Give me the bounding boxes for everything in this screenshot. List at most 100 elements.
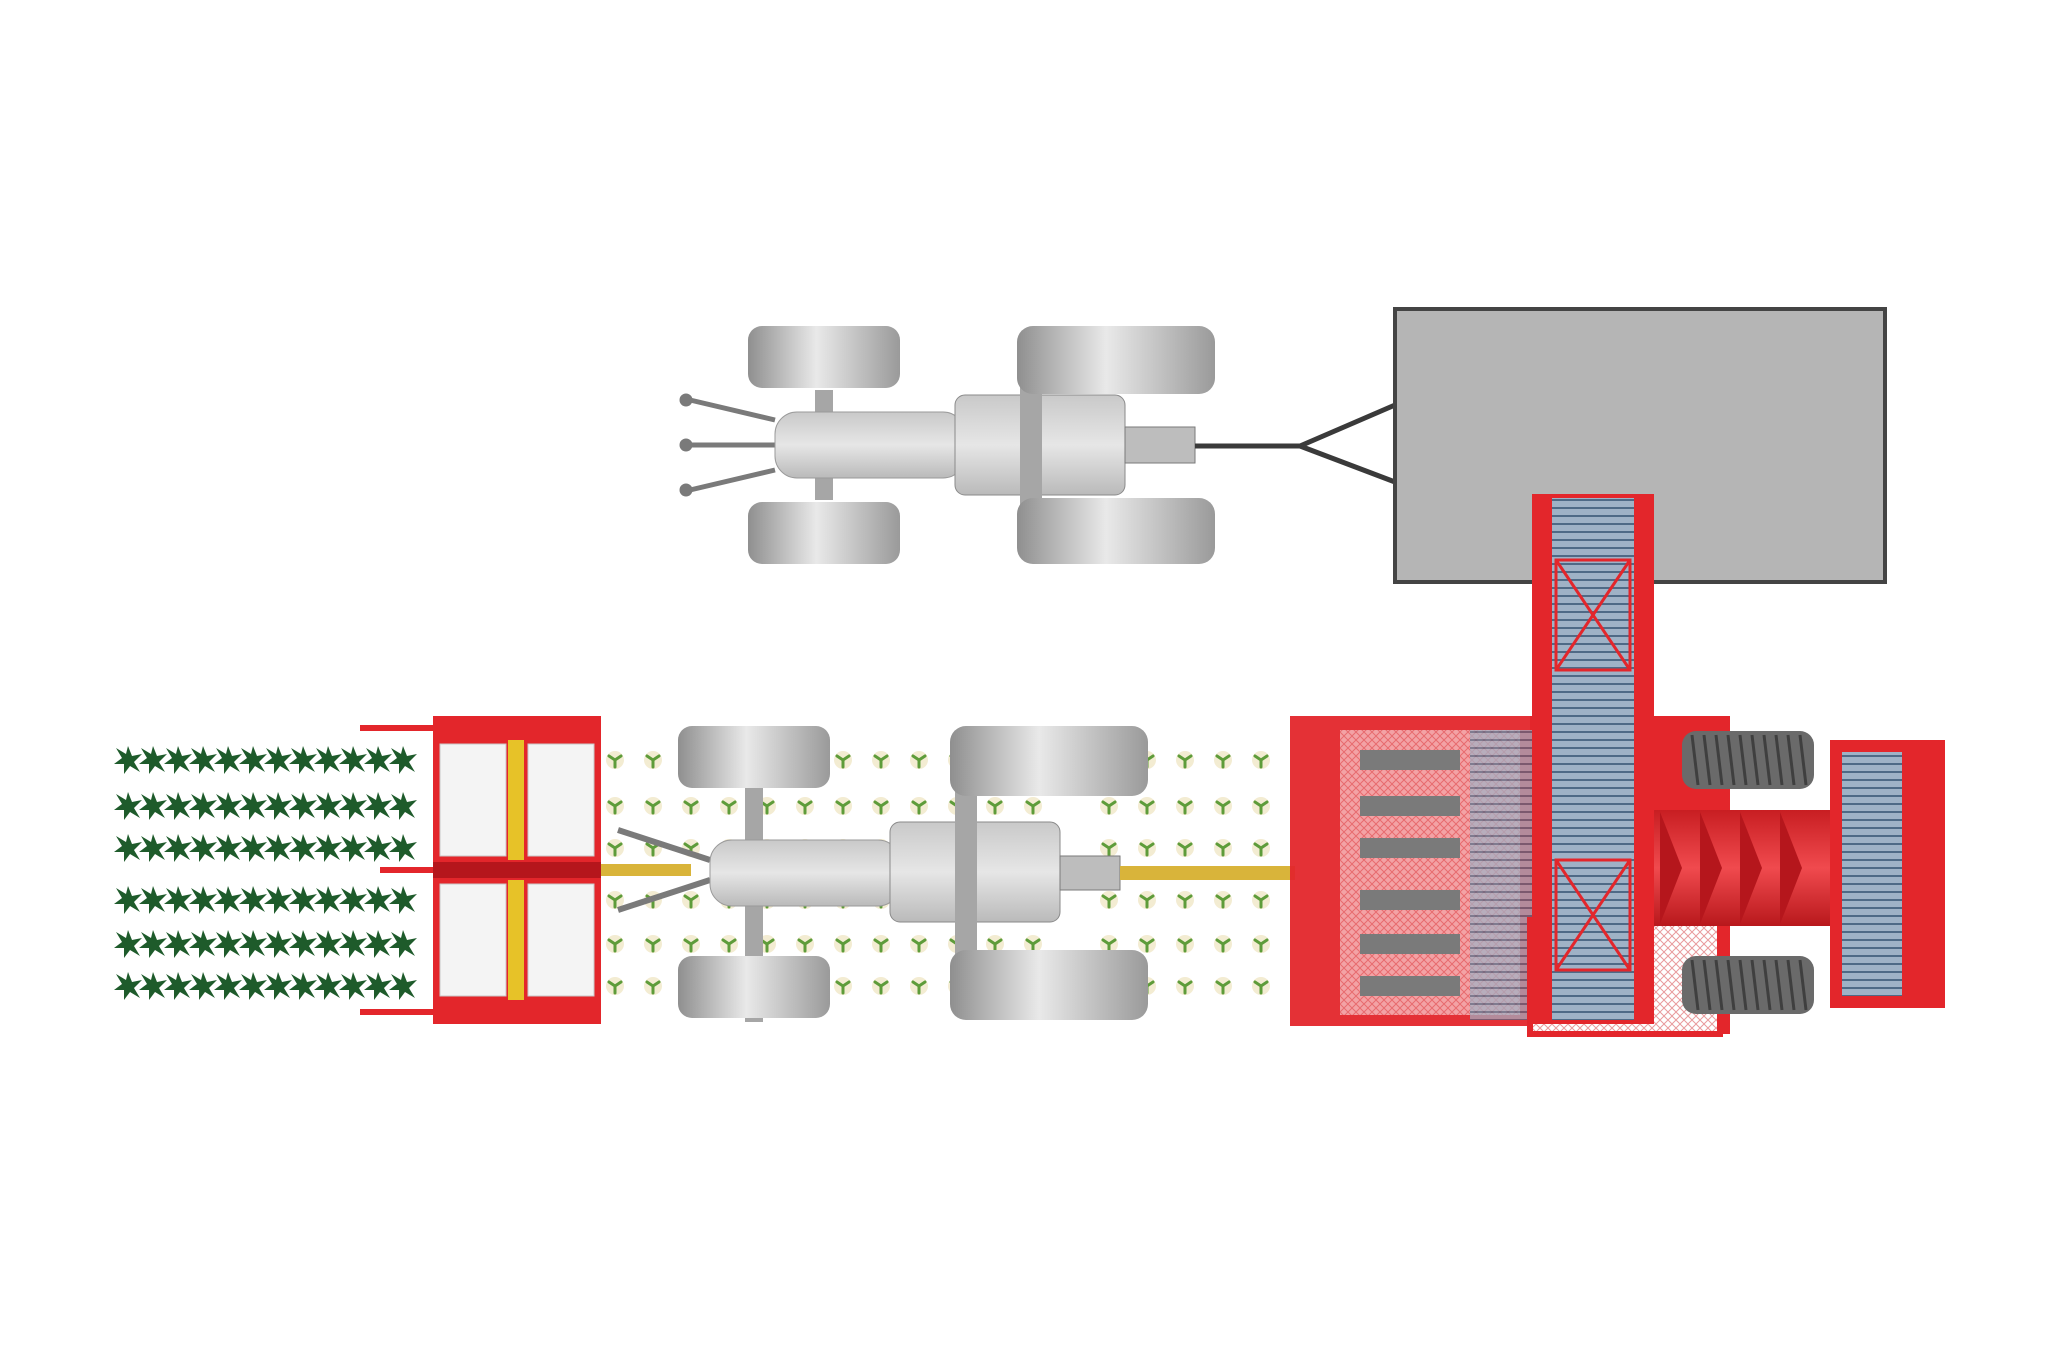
bottom-tractor-front-linkage — [617, 827, 711, 913]
tyre-tread — [1702, 959, 1712, 1011]
seedling-plant — [1174, 749, 1196, 771]
foliage-plant — [289, 972, 317, 1000]
seedling-plant — [908, 749, 930, 771]
tyre-tread — [1714, 959, 1724, 1011]
foliage-plant — [239, 886, 267, 914]
foliage-plant — [289, 746, 317, 774]
seedling-plant — [1212, 975, 1234, 997]
seedling-plant — [604, 837, 626, 859]
foliage-plant — [389, 886, 417, 914]
foliage-plant — [289, 930, 317, 958]
foliage-plant — [239, 972, 267, 1000]
seedling-plant — [1250, 975, 1272, 997]
foliage-plant — [364, 886, 392, 914]
seedling-plant — [832, 795, 854, 817]
foliage-plant — [189, 792, 217, 820]
foliage-plant — [239, 834, 267, 862]
digging-share — [1360, 750, 1460, 770]
bottom-tractor-rear-left-wheel — [950, 726, 1148, 796]
foliage-plant — [189, 834, 217, 862]
seedling-plant — [1212, 837, 1234, 859]
topper-roller-lower-right — [527, 883, 595, 997]
seedling-plant — [680, 795, 702, 817]
tyre-tread — [1750, 734, 1760, 786]
tyre-tread — [1714, 734, 1724, 786]
foliage-plant — [214, 792, 242, 820]
foliage-plant — [139, 930, 167, 958]
seedling-plant — [680, 933, 702, 955]
seedling-plant — [794, 933, 816, 955]
seedling-plant — [1174, 837, 1196, 859]
tyre-tread — [1726, 959, 1736, 1011]
foliage-plant — [264, 746, 292, 774]
harvester-tyre-treads — [1690, 734, 1808, 1011]
seedling-plant — [1174, 889, 1196, 911]
foliage-plant — [164, 792, 192, 820]
tyre-tread — [1774, 959, 1784, 1011]
seedling-plant — [832, 975, 854, 997]
seedling-plant — [1250, 749, 1272, 771]
foliage-plant — [389, 972, 417, 1000]
seedling-plant — [1022, 795, 1044, 817]
seedling-plant — [1212, 933, 1234, 955]
foliage-plant — [264, 972, 292, 1000]
tyre-tread — [1690, 959, 1700, 1011]
foliage-plant — [239, 746, 267, 774]
foliage-plant — [264, 930, 292, 958]
seedling-plant — [1136, 889, 1158, 911]
foliage-plant — [364, 834, 392, 862]
foliage-plant — [164, 886, 192, 914]
tyre-tread — [1690, 734, 1700, 786]
trailer-drawbar — [1195, 402, 1396, 485]
digging-share — [1360, 890, 1460, 910]
foliage-plant — [339, 746, 367, 774]
foliage-plant — [264, 886, 292, 914]
seedling-plant — [832, 933, 854, 955]
foliage-plant — [339, 792, 367, 820]
auger-flight — [1660, 812, 1682, 924]
seedling-plant — [718, 933, 740, 955]
bottom-tractor-rear-hitch — [1059, 855, 1121, 891]
foliage-plant — [214, 886, 242, 914]
auger-flight — [1780, 812, 1802, 924]
foliage-plant — [314, 972, 342, 1000]
foliage-plant — [339, 930, 367, 958]
bottom-tractor-front-left-wheel — [678, 726, 830, 788]
bottom-tractor-front-right-wheel — [678, 956, 830, 1018]
harvester-rear-belt — [1842, 752, 1902, 996]
seedling-plant — [908, 795, 930, 817]
seedling-plant — [1212, 889, 1234, 911]
foliage-plant — [289, 886, 317, 914]
foliage-plant — [189, 886, 217, 914]
digging-share — [1360, 838, 1460, 858]
seedling-plant — [642, 795, 664, 817]
tyre-tread — [1798, 959, 1808, 1011]
topper-yellow-drive-upper — [508, 740, 524, 860]
tyre-tread — [1762, 959, 1772, 1011]
foliage-plant — [364, 930, 392, 958]
elevator-belt — [1552, 498, 1634, 1020]
bottom-tractor-rear-axle — [955, 790, 977, 970]
seedling-plant — [604, 749, 626, 771]
foliage-plant — [389, 792, 417, 820]
foliage-plant — [164, 746, 192, 774]
top-tractor — [679, 326, 1215, 564]
top-tractor-rear-axle — [1020, 380, 1042, 510]
seedling-plant — [1212, 795, 1234, 817]
top-tractor-hitch-linkage — [679, 393, 776, 497]
elevator-conveyor — [1532, 494, 1654, 1024]
auger-flight — [1740, 812, 1762, 924]
bottom-tractor-pto-shaft — [1120, 866, 1295, 880]
seedling-plant — [1212, 749, 1234, 771]
foliage-plant — [114, 930, 142, 958]
foliage-plant — [339, 972, 367, 1000]
foliage-plant — [364, 792, 392, 820]
seedling-plant — [680, 889, 702, 911]
foliage-plant — [139, 886, 167, 914]
tyre-tread — [1702, 734, 1712, 786]
foliage-plant — [189, 746, 217, 774]
topper-roller-upper-left — [439, 743, 507, 857]
foliage-plant — [264, 834, 292, 862]
tyre-tread — [1786, 959, 1796, 1011]
